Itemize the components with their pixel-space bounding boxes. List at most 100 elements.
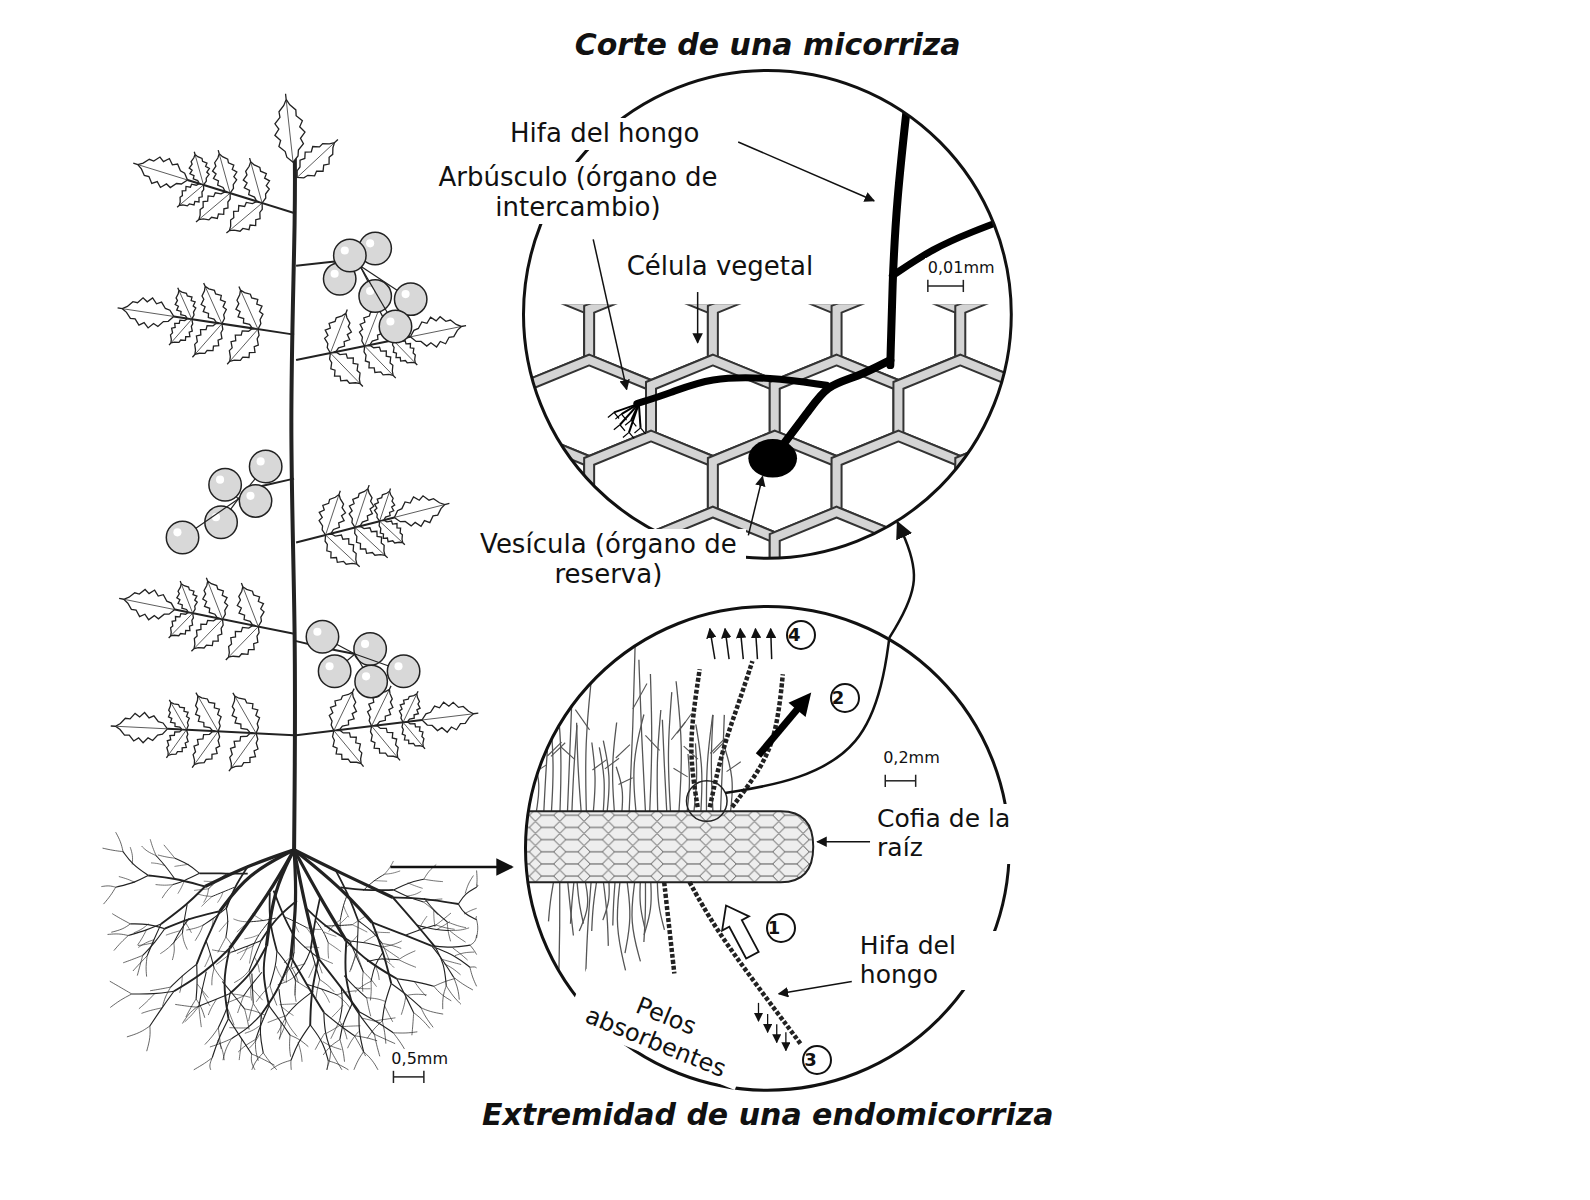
leaf — [199, 193, 230, 219]
root-system — [173, 873, 200, 884]
root-system — [357, 921, 358, 954]
root-system — [210, 1039, 232, 1047]
fruit-cluster — [360, 266, 411, 299]
cell-section — [465, 436, 589, 537]
root-system — [354, 1052, 364, 1070]
flow-arrow — [740, 629, 743, 659]
plant-drawing — [393, 1076, 423, 1078]
leaf — [219, 154, 230, 193]
plant-drawing — [390, 866, 512, 869]
leaf — [116, 726, 167, 729]
root-system — [321, 989, 329, 1003]
root-system — [443, 986, 447, 1009]
root-system — [231, 941, 261, 953]
root-system — [310, 1025, 328, 1061]
root-hair — [551, 720, 553, 811]
leader-line — [817, 841, 870, 843]
leaf — [394, 496, 449, 526]
leaf — [370, 726, 400, 760]
plant-drawing — [423, 1071, 425, 1083]
fungal-hypha — [620, 425, 625, 431]
root-system — [455, 952, 474, 956]
root-hair — [617, 882, 625, 970]
root-system — [323, 1039, 340, 1054]
flow-arrow — [758, 705, 801, 756]
root-system — [355, 987, 371, 988]
root-system — [182, 1007, 196, 1023]
flow-arrow — [710, 629, 715, 659]
root-system — [200, 872, 248, 874]
root-system — [470, 967, 477, 986]
root-system — [475, 916, 477, 920]
root-system — [214, 968, 224, 982]
part-label: Vesícula (órgano de reserva) — [471, 529, 746, 591]
part-label: Célula vegetal — [624, 251, 817, 283]
root-system — [141, 1008, 161, 1014]
root-system — [385, 871, 401, 874]
root-system — [138, 930, 147, 945]
leaf — [168, 730, 186, 755]
root-system — [245, 1025, 261, 1033]
root-hair — [687, 754, 689, 811]
root-system — [233, 919, 249, 922]
root-system — [311, 898, 320, 950]
leaf — [355, 489, 368, 527]
zoom-arrow-tail — [725, 638, 889, 793]
root-tip — [512, 641, 813, 1045]
fruit-cluster — [387, 655, 419, 687]
root-system — [324, 932, 336, 937]
leaf — [286, 101, 293, 163]
root-system — [331, 1050, 342, 1069]
leaf — [139, 165, 188, 180]
leaf — [251, 163, 262, 203]
leaf — [205, 287, 221, 324]
leaf — [171, 703, 186, 730]
leaf — [226, 626, 259, 660]
root-hair — [544, 719, 550, 811]
scale-bar — [884, 775, 886, 787]
leaf — [226, 202, 262, 233]
root-system — [267, 850, 295, 946]
root-hair — [586, 882, 591, 972]
root-system — [374, 880, 387, 882]
leaf — [123, 309, 174, 317]
root-system — [336, 871, 358, 921]
cell-section — [342, 436, 466, 537]
leaf — [330, 353, 359, 383]
root-system — [150, 839, 156, 855]
fungal-hypha — [639, 404, 641, 428]
root-system — [230, 850, 294, 948]
root-system — [175, 864, 189, 866]
cell-section — [465, 436, 589, 537]
fruit-cluster — [331, 270, 339, 278]
leaf — [365, 346, 393, 375]
leaf — [198, 697, 218, 732]
root-system — [148, 875, 205, 886]
root-system — [458, 887, 476, 904]
root-system — [370, 981, 372, 1000]
root-system — [104, 887, 116, 904]
root-system — [354, 1036, 365, 1056]
flow-arrow — [785, 1032, 786, 1050]
root-hair — [644, 882, 651, 935]
root-system — [372, 922, 391, 983]
fruit-cluster — [355, 665, 387, 697]
root-system — [232, 1014, 262, 1038]
root-system — [476, 870, 477, 887]
leaf — [196, 693, 222, 732]
root-system — [408, 883, 423, 889]
root-system — [111, 924, 130, 932]
root-system — [470, 967, 477, 968]
root-hair — [711, 715, 713, 811]
root-system — [146, 956, 147, 977]
root-hair — [640, 882, 645, 928]
leaf — [297, 143, 334, 177]
root-system — [359, 1012, 393, 1033]
root-system — [421, 1008, 443, 1014]
root-hair — [706, 715, 712, 811]
fungal-hypha — [664, 882, 674, 973]
part-label: Arbúsculo (órgano de intercambio) — [423, 162, 733, 224]
fruit-cluster — [306, 621, 338, 653]
root-system — [291, 1025, 310, 1060]
root-system — [421, 1008, 433, 1028]
